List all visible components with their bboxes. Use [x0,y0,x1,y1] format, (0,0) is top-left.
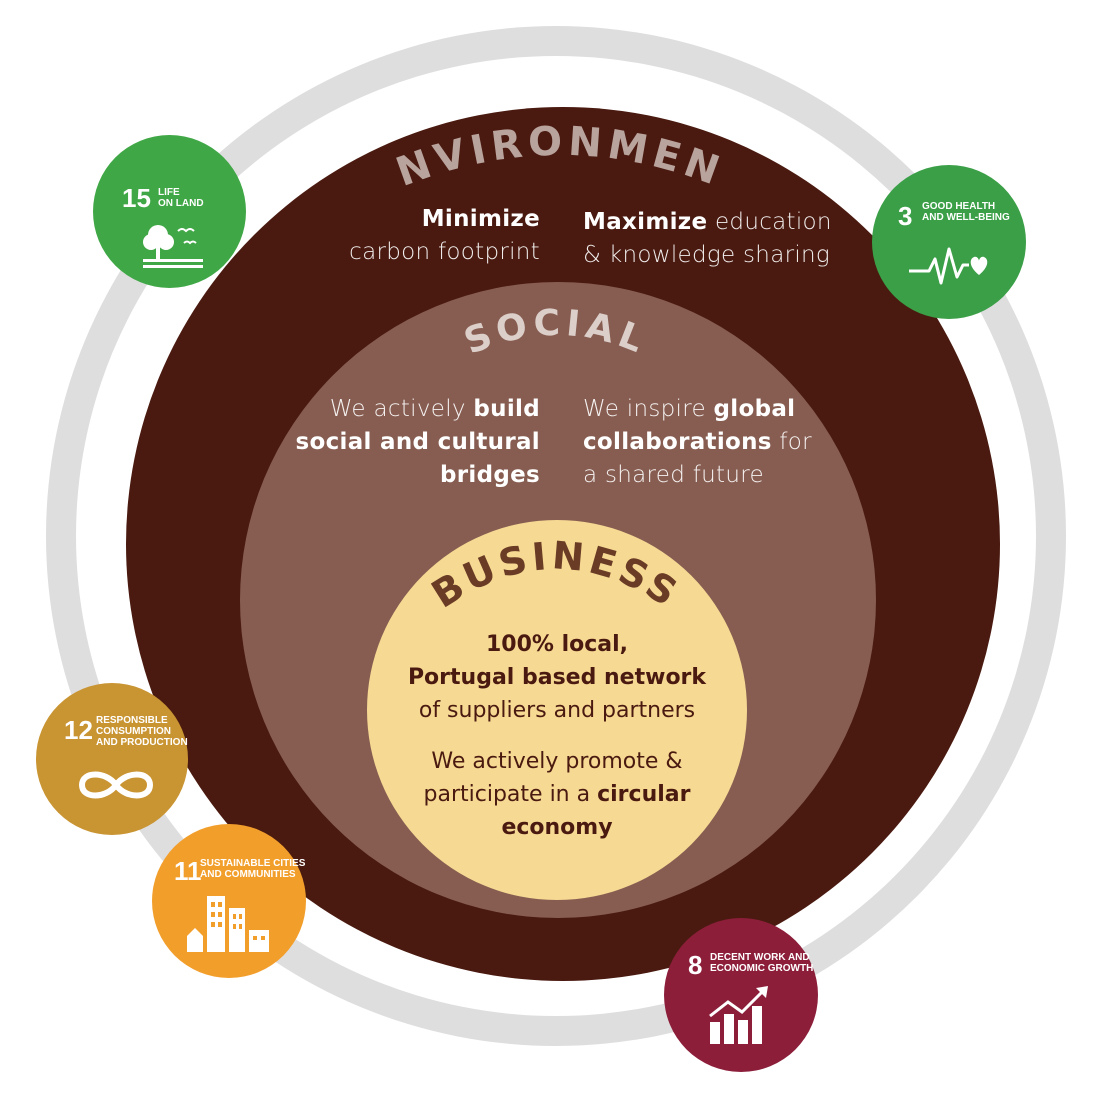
env-minimize: Minimize [421,206,540,232]
env-carbon-footprint: carbon footprint [349,239,540,265]
biz-suppliers: of suppliers and partners [418,698,696,723]
heartbeat-icon [909,247,988,285]
sdg-15-number: 15 [122,183,151,213]
soc-bridges: bridges [439,462,540,488]
growth-chart-icon [709,986,768,1044]
sdg-12-number: 12 [64,715,93,745]
env-knowledge-sharing: & knowledge sharing [583,242,831,268]
soc-we-inspire: We inspire [583,396,714,422]
biz-portugal-network: Portugal based network [407,665,707,690]
soc-for: for [771,429,812,455]
sdg-8-number: 8 [688,950,703,980]
business-circle [367,520,747,900]
social-right-text: We inspire global collaborations for a s… [583,393,833,492]
business-text-top: 100% local, Portugal based network of su… [407,628,707,727]
biz-circular: circular [597,782,691,807]
biz-economy: economy [501,815,613,840]
sdg-3-number: 3 [898,201,913,231]
soc-global: global [713,396,796,422]
soc-shared-future: a shared future [583,462,764,488]
social-left-text: We actively build social and cultural br… [290,393,540,492]
infinity-loop-icon [78,771,154,799]
environment-right-text: Maximize education & knowledge sharing [583,206,843,272]
env-education: education [707,209,832,235]
sdg-11-number: 11 [174,856,202,886]
buildings-icon [187,896,269,952]
tree-birds-icon [143,225,203,268]
soc-social-cultural: social and cultural [295,429,540,455]
environment-left-text: Minimize carbon footprint [300,203,540,269]
biz-100-local: 100% local, [485,632,629,657]
biz-actively-promote: We actively promote & [431,749,683,774]
biz-participate: participate in a [423,782,598,807]
business-text-bottom: We actively promote & participate in a c… [407,745,707,844]
soc-we-actively: We actively [329,396,474,422]
soc-build: build [473,396,540,422]
soc-collaborations: collaborations [583,429,772,455]
env-maximize: Maximize [583,209,708,235]
